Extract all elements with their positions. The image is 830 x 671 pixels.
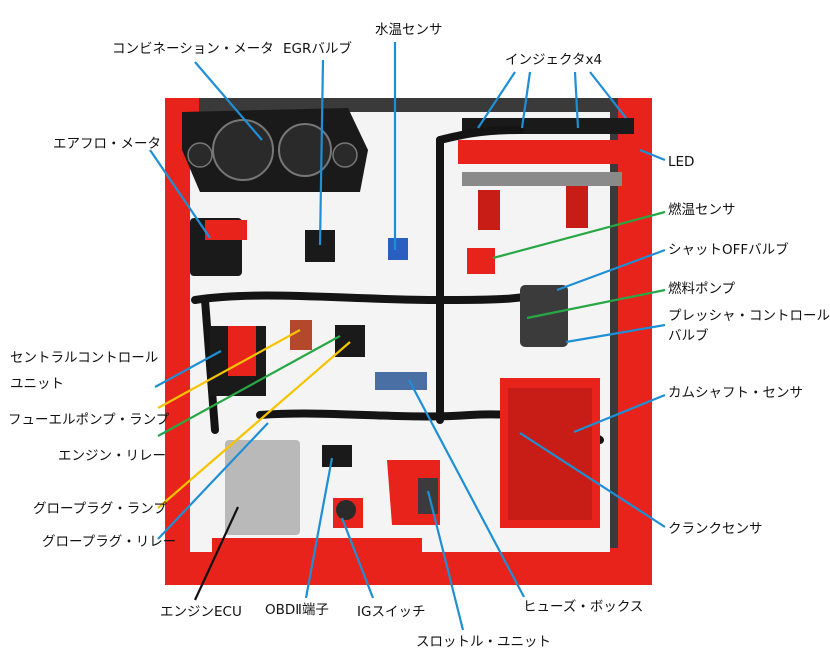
label-fuel-temp-sensor: 燃温センサ [668,202,736,218]
label-fuel-pump-lamp: フューエルポンプ・ランプ [8,412,170,428]
leader-throttle [426,490,465,631]
leader-shut-off-valve [556,248,666,292]
label-engine-ecu: エンジンECU [160,604,242,620]
label-ig-switch: IGスイッチ [357,604,426,620]
label-glow-plug-lamp: グロープラグ・ランプ [33,501,167,517]
injector-rail-bracket [458,140,646,164]
leader-obd2 [304,457,334,599]
throttle-unit-body [418,478,438,514]
meter-speedo-dial [212,119,274,181]
label-central-control-unit: セントラルコントロール ユニット [10,350,159,392]
leader-crank-sensor [519,432,666,528]
air-flow-meter-bracket [205,220,247,240]
label-pressure-control-valve: プレッシャ・コントロール バルブ [668,308,830,344]
leader-fuel-temp [492,210,666,260]
label-combination-meter: コンビネーション・メータ [112,41,274,57]
fuse-box-body [375,372,427,390]
meter-fuel-dial [187,142,213,168]
leader-injector-2 [520,71,532,129]
label-fuel-pump: 燃料ポンプ [668,281,736,297]
central-control-unit-cover [228,326,256,376]
leader-ig-switch [340,517,375,599]
label-obd2-terminal: OBDⅡ端子 [265,602,329,618]
label-egr-valve: EGRバルブ [283,41,352,57]
fuel-temp-sensor-bracket [467,248,495,274]
leader-camshaft-sensor [573,393,666,434]
fuel-pump-lamp-body [290,320,312,350]
label-throttle-unit: スロットル・ユニット [416,634,551,650]
leader-fuel-pump [526,288,666,320]
label-fuse-box: ヒューズ・ボックス [523,599,644,615]
injector-mount-1 [478,190,500,230]
leader-engine-ecu [194,506,239,601]
crank-cover-mesh [508,388,592,520]
injector-mount-2 [566,186,588,228]
label-water-temp-sensor: 水温センサ [375,22,443,38]
meter-temp-dial [332,142,358,168]
leader-injector-4 [589,71,627,119]
obd2-port-body [322,445,352,467]
leader-fuse-box [408,379,525,598]
frame-right-post [618,98,652,585]
leader-led [639,148,666,162]
engine-ecu-body [225,440,300,535]
meter-tacho-dial [278,123,332,177]
label-shut-off-valve: シャットOFFバルブ [668,242,789,258]
leader-fuel-pump-lamp [157,329,301,409]
leader-glow-plug-lamp [157,341,351,509]
label-crank-sensor: クランクセンサ [668,521,763,537]
label-engine-relay: エンジン・リレー [58,448,166,464]
leader-central-control-unit [154,350,222,388]
fuel-pump-body [520,285,568,347]
label-led: LED [668,154,695,170]
leader-pressure-valve [565,323,666,344]
leader-injector-3 [573,71,580,129]
leader-air-flow-meter [149,149,211,239]
ig-switch-key [336,500,356,520]
leader-combination-meter [194,61,263,141]
leader-injector-1 [477,71,516,129]
leader-lines [149,42,666,631]
water-temp-sensor-body [388,238,408,260]
leader-engine-relay [157,335,341,437]
label-glow-plug-relay: グロープラグ・リレー [42,534,177,550]
common-rail [462,172,622,186]
label-air-flow-meter: エアフロ・メータ [53,136,161,152]
label-injector-x4: インジェクタx4 [505,52,603,68]
leader-glow-plug-relay [157,422,269,540]
label-camshaft-sensor: カムシャフト・センサ [668,385,803,401]
leader-egr-valve [318,59,325,246]
